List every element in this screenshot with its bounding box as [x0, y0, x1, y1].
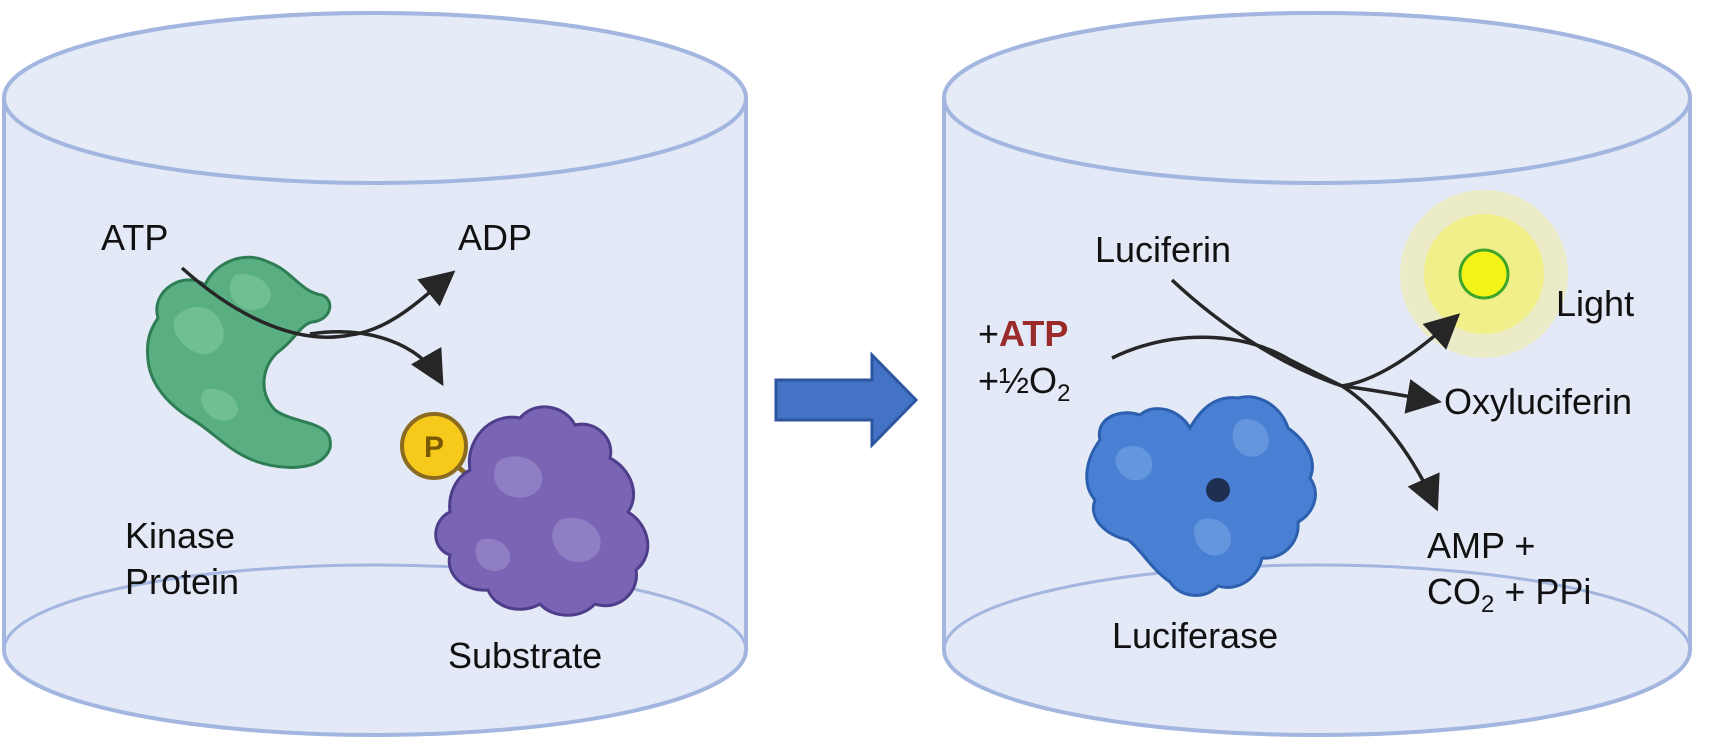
vessel-top-rim [942, 11, 1692, 185]
luciferase-protein-icon [1085, 395, 1317, 597]
kinase-protein-label-line2: Protein [125, 561, 239, 602]
amp-label-line1: AMP + [1427, 525, 1535, 566]
phosphate-group-icon: P [400, 412, 468, 480]
atp-label: ATP [101, 217, 168, 258]
to-oxyluciferin-arrow [1341, 379, 1442, 414]
phosphate-label: P [424, 431, 444, 464]
luciferase-detection-vessel: Luciferin +ATP +½O2 Light Oxyluciferin A… [942, 11, 1692, 737]
amp-label-line2: CO2 + PPi [1427, 571, 1591, 618]
substrate-protein-icon [434, 405, 650, 617]
plus-atp-label: +ATP [978, 313, 1068, 354]
plus-oxygen-label: +½O2 [978, 360, 1070, 407]
reactant-curve [1111, 335, 1343, 388]
light-label: Light [1556, 283, 1634, 324]
vessel-bottom-rim [2, 563, 748, 737]
kinase-protein-icon [146, 255, 332, 469]
kinase-protein-label-line1: Kinase [125, 515, 235, 556]
atp-to-substrate-arrow [309, 330, 444, 387]
luciferase-label: Luciferase [1112, 615, 1278, 656]
vessel-bottom-rim [942, 563, 1692, 737]
substrate-label: Substrate [448, 635, 602, 676]
oxyluciferin-label: Oxyluciferin [1444, 381, 1632, 422]
adp-label: ADP [458, 217, 532, 258]
kinase-reaction-vessel: P ATP ADP Kinase Protein Substrate [2, 11, 748, 737]
luciferin-label: Luciferin [1095, 229, 1231, 270]
right-block-arrow-icon [774, 351, 919, 449]
to-light-arrow [1341, 313, 1461, 388]
luciferin-curve [1170, 278, 1343, 388]
to-amp-arrow [1341, 384, 1440, 512]
light-emission-icon [1400, 190, 1568, 358]
atp-to-adp-arrow [180, 266, 456, 339]
vessel-top-rim [2, 11, 748, 185]
